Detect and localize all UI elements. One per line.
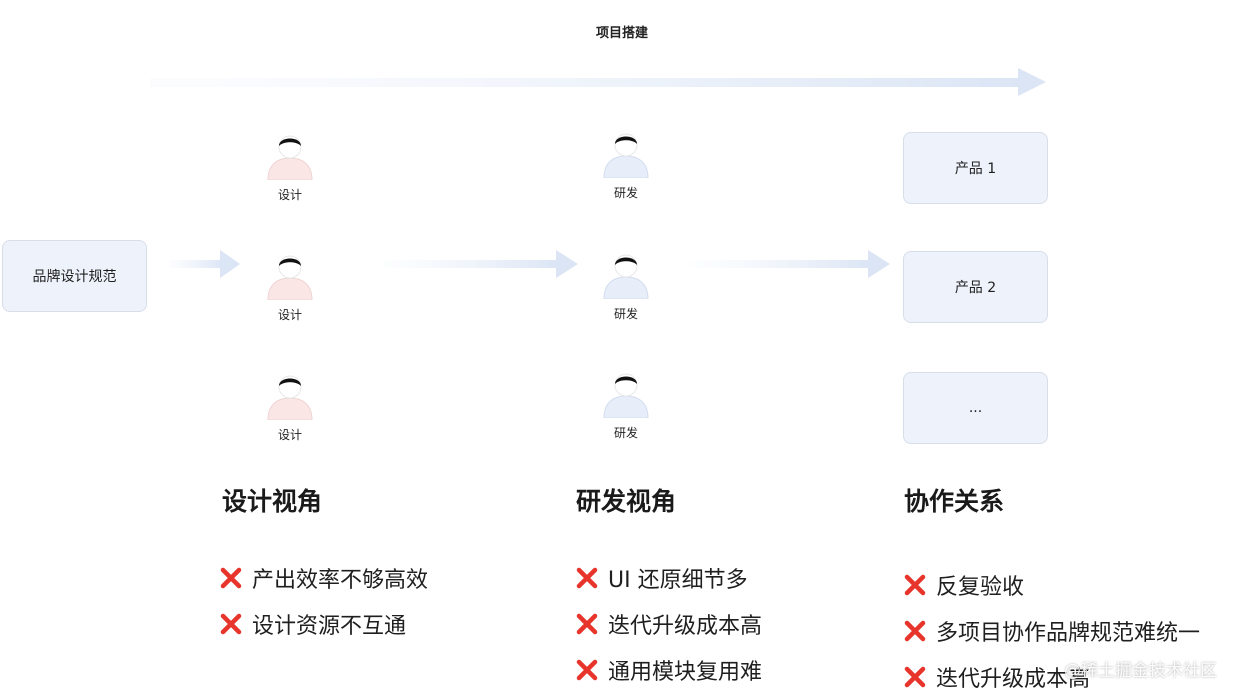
developer-figure: 研发: [596, 130, 656, 201]
section-title-design: 设计视角: [222, 487, 323, 516]
watermark: @稀土掘金技术社区: [1064, 661, 1217, 681]
collaboration-issue-list: 反复验收 多项目协作品牌规范难统一 迭代升级成本高: [904, 562, 1200, 700]
list-item: 反复验收: [904, 562, 1200, 608]
person-icon: [603, 254, 649, 299]
issue-text: 通用模块复用难: [608, 660, 763, 685]
list-item: UI 还原细节多: [576, 555, 762, 601]
cross-icon: [576, 567, 598, 589]
designer-figure: 设计: [260, 252, 320, 323]
list-item: 迭代升级成本高: [576, 601, 762, 647]
cross-icon: [220, 567, 242, 589]
designer-role-label: 设计: [277, 188, 302, 202]
timeline-arrow: [150, 68, 1046, 96]
issue-text: 迭代升级成本高: [936, 667, 1091, 692]
cross-icon: [220, 613, 242, 635]
designer-role-label: 设计: [277, 308, 302, 322]
cross-icon: [904, 666, 926, 688]
dev-issue-list: UI 还原细节多 迭代升级成本高 通用模块复用难: [576, 555, 762, 693]
list-item: 产出效率不够高效: [220, 555, 428, 601]
designer-figure: 设计: [260, 372, 320, 443]
design-issue-list: 产出效率不够高效 设计资源不互通: [220, 555, 428, 647]
issue-text: 多项目协作品牌规范难统一: [936, 621, 1201, 646]
cross-icon: [904, 620, 926, 642]
list-item: 多项目协作品牌规范难统一: [904, 608, 1200, 654]
issue-text: 设计资源不互通: [252, 614, 407, 639]
person-icon: [267, 135, 313, 180]
person-icon: [603, 373, 649, 418]
product-box: 产品 2: [903, 251, 1048, 323]
brand-guideline-label: 品牌设计规范: [32, 269, 117, 285]
issue-text: 反复验收: [936, 575, 1025, 600]
developer-figure: 研发: [596, 370, 656, 441]
flow-arrow-brand-to-design: [170, 250, 240, 278]
product-label: 产品 1: [954, 161, 997, 177]
designer-figure: 设计: [260, 132, 320, 203]
person-icon: [267, 255, 313, 300]
developer-role-label: 研发: [613, 307, 638, 321]
person-icon: [603, 133, 649, 178]
list-item: 通用模块复用难: [576, 647, 762, 693]
cross-icon: [576, 659, 598, 681]
designer-role-label: 设计: [277, 428, 302, 442]
person-icon: [267, 375, 313, 420]
product-label: ...: [968, 400, 983, 416]
product-box: ...: [903, 372, 1048, 444]
product-box: 产品 1: [903, 132, 1048, 204]
brand-guideline-box: 品牌设计规范: [2, 240, 147, 312]
section-title-collaboration: 协作关系: [904, 487, 1005, 516]
product-label: 产品 2: [954, 280, 997, 296]
cross-icon: [576, 613, 598, 635]
page-title: 项目搭建: [595, 26, 648, 41]
developer-role-label: 研发: [613, 426, 638, 440]
list-item: 迭代升级成本高: [904, 654, 1200, 700]
issue-text: UI 还原细节多: [608, 568, 748, 593]
cross-icon: [904, 574, 926, 596]
developer-role-label: 研发: [613, 186, 638, 200]
flow-arrow-dev-to-product: [690, 250, 890, 278]
issue-text: 产出效率不够高效: [252, 568, 429, 593]
section-title-dev: 研发视角: [576, 487, 677, 516]
issue-text: 迭代升级成本高: [608, 614, 763, 639]
list-item: 设计资源不互通: [220, 601, 428, 647]
developer-figure: 研发: [596, 251, 656, 322]
flow-arrow-design-to-dev: [380, 250, 578, 278]
